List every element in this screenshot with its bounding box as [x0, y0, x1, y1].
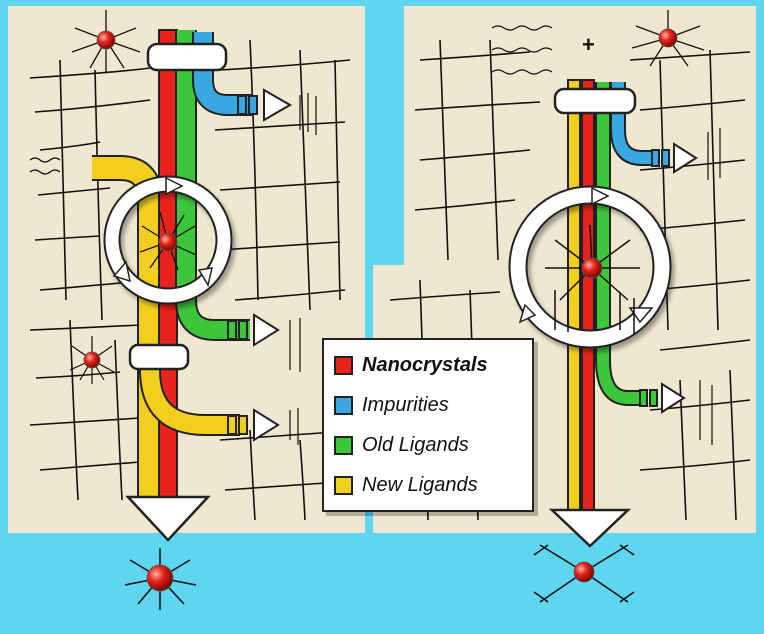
separator-top-right	[553, 87, 637, 115]
new-ligands-exit-arrow-left	[227, 408, 280, 442]
legend-swatch-nanocrystals	[334, 355, 353, 375]
legend-swatch-old-ligands	[334, 435, 353, 455]
ejected-ligands-left-bottom	[289, 408, 299, 445]
exchange-cycle-right	[508, 185, 672, 349]
output-arrow-right	[548, 508, 632, 548]
input-nanocrystal-left-ligands	[71, 10, 141, 72]
input-nanocrystal-right	[658, 28, 678, 48]
nanocrystal-stream-right	[581, 79, 595, 521]
old-ligands-exit-arrow-right	[639, 382, 686, 414]
output-nanocrystal-right-ligands	[533, 544, 635, 603]
ligands-in-ring-left	[139, 211, 197, 271]
ligands-in-ring-right	[545, 224, 640, 334]
legend-item-new-ligands: New Ligands	[334, 468, 478, 502]
mid-nanocrystal-left	[83, 351, 101, 369]
ejected-ligands-right-bottom	[699, 380, 713, 445]
separator-top-left	[146, 42, 228, 72]
nanocrystal-in-ring-right	[581, 257, 603, 279]
impurities-stream-left	[194, 32, 252, 114]
legend-label-old-ligands: Old Ligands	[362, 433, 469, 456]
free-ligands-left	[29, 157, 61, 175]
free-ligands-right	[491, 25, 553, 75]
ejected-ligands-left-mid	[289, 318, 301, 372]
legend-swatch-impurities	[334, 395, 353, 415]
new-ligands-exit-left	[141, 369, 240, 434]
legend-item-nanocrystals: Nanocrystals	[334, 348, 488, 382]
old-ligands-exit-arrow-left	[227, 313, 280, 347]
input-nanocrystal-left	[96, 30, 116, 50]
legend-swatch-new-ligands	[334, 475, 353, 495]
legend-item-impurities: Impurities	[334, 388, 449, 422]
separator-mid-left	[128, 343, 190, 371]
legend-item-old-ligands: Old Ligands	[334, 428, 469, 462]
nanocrystal-in-ring-left	[158, 232, 178, 252]
cycle-arrows-right	[518, 186, 654, 324]
output-nanocrystal-right	[573, 561, 595, 583]
legend-label-nanocrystals: Nanocrystals	[362, 353, 488, 376]
new-ligands-stream-right	[567, 79, 581, 521]
ejected-ligands-left-top	[299, 93, 317, 135]
input-nanocrystal-right-ligands	[631, 10, 705, 67]
output-nanocrystal-left	[146, 564, 174, 592]
impurities-exit-arrow-right	[651, 142, 698, 174]
legend: Nanocrystals Impurities Old Ligands New …	[322, 338, 534, 512]
impurities-stream-right	[612, 82, 652, 164]
old-ligands-stream-right	[597, 82, 640, 404]
mid-nanocrystal-left-ligands	[69, 336, 115, 384]
new-ligands-stream	[92, 157, 161, 500]
output-arrow-left	[125, 495, 211, 542]
plus-sign: +	[582, 32, 595, 57]
legend-label-new-ligands: New Ligands	[362, 473, 478, 496]
ejected-ligands-right-top	[707, 128, 721, 180]
cycle-arrows-left	[112, 176, 213, 287]
legend-label-impurities: Impurities	[362, 393, 449, 416]
impurities-exit-arrow-left	[237, 88, 293, 122]
output-nanocrystal-left-ligands	[124, 548, 197, 610]
